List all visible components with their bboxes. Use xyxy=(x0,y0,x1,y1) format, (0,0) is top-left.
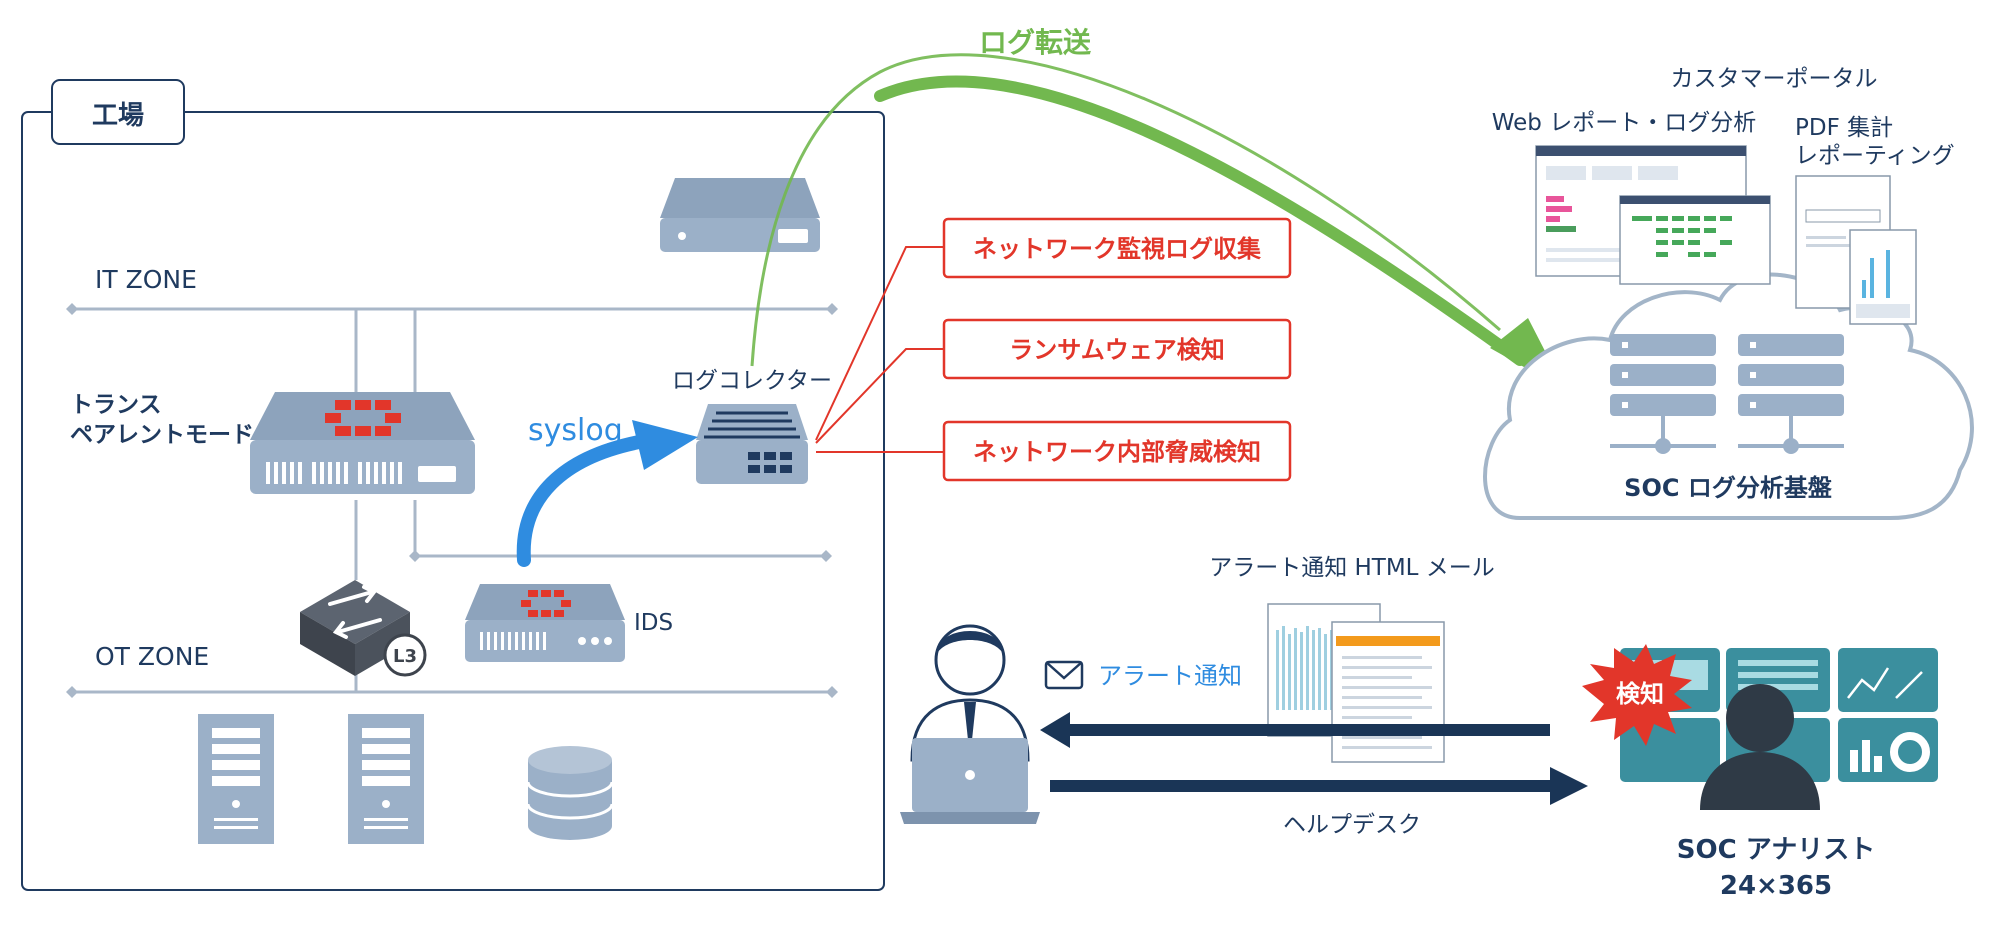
alert-mail-screenshot-front xyxy=(1331,621,1445,763)
line-chart-icon xyxy=(1847,667,1923,699)
donut-chart-icon xyxy=(1890,732,1930,772)
log-forward-label: ログ転送 xyxy=(979,26,1091,59)
syslog-arrow xyxy=(516,420,698,567)
detection-label: ランサムウェア検知 xyxy=(1009,336,1225,364)
fortinet-logo-icon xyxy=(325,400,401,436)
web-report-label: Web レポート・ログ分析 xyxy=(1492,110,1756,136)
soc-server-rack-1 xyxy=(1610,334,1716,454)
soc-analyst-label-line1: SOC アナリスト xyxy=(1677,835,1875,865)
it-zone-label: IT ZONE xyxy=(95,265,197,294)
soc-server-rack-2 xyxy=(1738,334,1844,454)
detection-connectors xyxy=(815,246,944,453)
alert-mail-label: アラート通知 HTML メール xyxy=(1209,555,1495,581)
soc-analyst-label-line2: 24×365 xyxy=(1720,871,1832,901)
alert-notify-label: アラート通知 xyxy=(1098,662,1242,690)
l3-badge: L3 xyxy=(393,646,417,667)
database-icon xyxy=(526,746,614,840)
web-report-screenshot-front xyxy=(1619,195,1771,285)
l3-switch: L3 xyxy=(300,580,427,677)
syslog-label: syslog xyxy=(528,413,623,448)
detection-box-network-monitoring: ネットワーク監視ログ収集 xyxy=(942,217,1292,279)
transparent-mode-label-line2: ペアレントモード xyxy=(70,422,254,448)
helpdesk-label: ヘルプデスク xyxy=(1283,812,1421,838)
soc-platform-label: SOC ログ分析基盤 xyxy=(1624,474,1833,502)
factory-label-box xyxy=(51,79,185,145)
detection-box-internal-threat: ネットワーク内部脅威検知 xyxy=(942,420,1292,482)
laptop-icon xyxy=(900,738,1040,824)
detection-label: ネットワーク内部脅威検知 xyxy=(973,438,1261,466)
detection-burst xyxy=(1582,644,1692,746)
it-server-appliance xyxy=(660,178,820,252)
factory-frame: 工場 xyxy=(21,79,885,891)
log-collector-label: ログコレクター xyxy=(672,368,832,394)
soc-analyst-silhouette xyxy=(1700,684,1820,810)
portal-title: カスタマーポータル xyxy=(1671,66,1878,92)
mid-zone-line xyxy=(409,550,832,562)
helpdesk-arrow xyxy=(1050,767,1588,805)
pdf-report-label-line1: PDF 集計 xyxy=(1795,115,1893,141)
alert-notify-arrow xyxy=(1040,712,1550,748)
connection-lines xyxy=(354,309,417,692)
pdf-report-label-line2: レポーティング xyxy=(1795,143,1955,169)
ot-zone: OT ZONE xyxy=(66,642,838,698)
ids-label: IDS xyxy=(634,610,673,636)
factory-label: 工場 xyxy=(92,101,144,131)
detection-label: ネットワーク監視ログ収集 xyxy=(973,235,1262,263)
detection-box-ransomware: ランサムウェア検知 xyxy=(942,318,1292,380)
transparent-mode-label-line1: トランス xyxy=(70,392,162,418)
transparent-mode-appliance xyxy=(250,392,475,494)
log-collector-appliance xyxy=(696,404,808,484)
ot-pc-tower-1 xyxy=(198,714,274,844)
ids-appliance xyxy=(465,584,625,662)
bar-chart-icon xyxy=(1850,740,1882,772)
switch-arrows-icon xyxy=(328,585,382,639)
ot-zone-label: OT ZONE xyxy=(95,642,209,671)
fortinet-logo-icon xyxy=(521,590,571,617)
detection-burst-label: 検知 xyxy=(1616,680,1664,708)
it-zone: IT ZONE xyxy=(66,265,838,315)
mail-envelope-icon xyxy=(1044,660,1084,690)
pdf-report-page-front xyxy=(1849,229,1917,325)
ot-pc-tower-2 xyxy=(348,714,424,844)
